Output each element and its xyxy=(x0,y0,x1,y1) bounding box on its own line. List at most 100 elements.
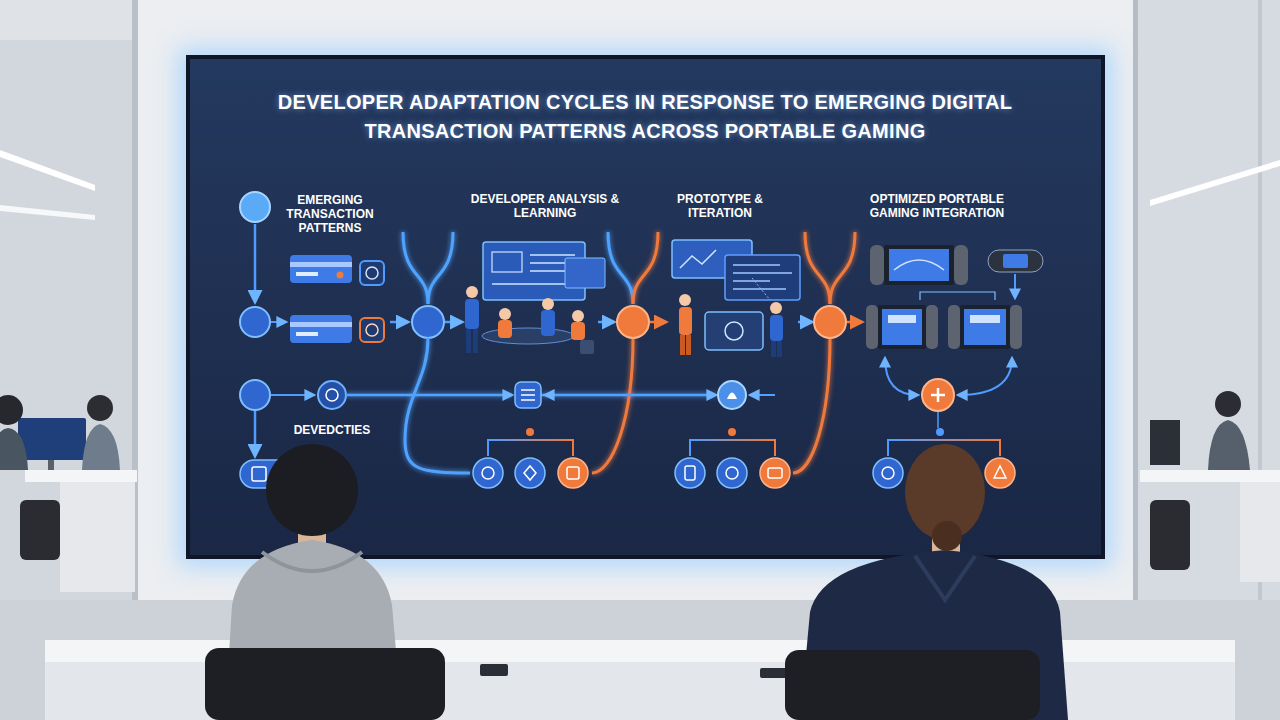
team-analysis-illustration-part xyxy=(542,298,554,310)
flow-lines-part xyxy=(633,232,658,304)
display-screen xyxy=(178,48,1113,567)
display-screen-part xyxy=(188,57,1103,557)
handheld-consoles-part xyxy=(885,358,918,395)
team-analysis-illustration-part xyxy=(473,329,478,353)
prototype-illustration-part xyxy=(752,278,770,300)
flow-arrows-part xyxy=(798,321,812,324)
transaction-column-part xyxy=(366,324,378,336)
prototype-illustration-part xyxy=(679,307,692,335)
team-analysis-illustration-part xyxy=(482,328,574,344)
prototype-illustration-part xyxy=(725,322,743,340)
flow-label: DEVEDCTIES xyxy=(277,423,387,437)
bottom-icon-groups-part xyxy=(685,466,695,480)
bottom-icon-groups-part xyxy=(690,440,775,456)
office-room-part xyxy=(1150,160,1280,206)
flow-arrows xyxy=(498,306,862,409)
prototype-illustration-part xyxy=(733,272,792,274)
handheld-consoles-part xyxy=(964,309,1006,345)
handheld-consoles-part xyxy=(920,292,995,300)
prototype-illustration-part xyxy=(680,250,716,268)
transaction-column-part xyxy=(290,315,352,343)
transaction-column-part xyxy=(445,321,462,324)
transaction-column-part xyxy=(271,321,286,323)
team-analysis-illustration xyxy=(465,242,605,354)
team-analysis-illustration-part xyxy=(492,283,575,285)
flow-lines-part xyxy=(541,394,716,397)
flow-lines-part xyxy=(830,232,855,304)
transaction-column-part xyxy=(290,262,352,267)
prototype-illustration-part xyxy=(770,302,782,314)
bottom-icon-groups-part xyxy=(526,428,534,436)
prototype-illustration-part xyxy=(771,341,776,357)
prototype-illustration-part xyxy=(686,335,691,355)
handheld-consoles xyxy=(866,245,1043,411)
transaction-column-part xyxy=(412,306,444,338)
handheld-consoles-part xyxy=(1010,305,1022,349)
transaction-column-part xyxy=(296,332,318,336)
bottom-icon-groups-part xyxy=(524,466,536,480)
handheld-consoles-part xyxy=(954,245,968,285)
transaction-column-part xyxy=(318,381,346,409)
office-room-part xyxy=(0,150,95,191)
handheld-consoles-part xyxy=(926,305,938,349)
prototype-illustration xyxy=(672,240,800,357)
team-analysis-illustration-part xyxy=(492,252,522,272)
background-workers-part xyxy=(1140,470,1280,482)
flow-lines-part xyxy=(592,338,633,473)
office-room-part xyxy=(1133,0,1138,620)
background-workers-part xyxy=(1150,500,1190,570)
bottom-icon-groups-part xyxy=(882,467,894,479)
background-workers-part xyxy=(1208,420,1250,470)
handheld-consoles-part xyxy=(894,260,944,270)
handheld-consoles-part xyxy=(937,388,940,402)
foreground-people-part xyxy=(915,556,975,600)
flow-arrows-part xyxy=(617,306,649,338)
bottom-icon-groups-part xyxy=(985,458,1015,488)
foreground-people xyxy=(45,444,1235,720)
transaction-column-part xyxy=(271,394,314,396)
transaction-column-part xyxy=(390,321,408,324)
background-workers-part xyxy=(1215,391,1241,417)
transaction-column-part xyxy=(290,255,352,283)
prototype-illustration-part xyxy=(770,315,783,341)
flow-lines-part xyxy=(403,232,428,304)
bottom-icon-groups-part xyxy=(717,458,747,488)
transaction-column-part xyxy=(254,411,257,456)
prototype-illustration-part xyxy=(733,264,780,266)
transaction-column-part xyxy=(337,272,344,279)
flow-arrows-part xyxy=(718,381,746,409)
flow-lines xyxy=(346,232,855,473)
flow-arrows-part xyxy=(515,382,541,408)
stage-heading: DEVELOPER ANALYSIS & LEARNING xyxy=(455,192,635,220)
handheld-consoles-part xyxy=(878,305,926,349)
prototype-illustration-part xyxy=(705,312,763,350)
prototype-illustration-part xyxy=(733,288,786,290)
flow-arrows-part xyxy=(545,394,560,396)
flow-lines-part xyxy=(405,338,470,473)
flow-arrows-part xyxy=(700,394,716,396)
transaction-column-part xyxy=(326,389,338,401)
team-analysis-illustration-part xyxy=(572,310,584,322)
handheld-consoles-part xyxy=(884,245,954,285)
handheld-consoles-part xyxy=(1014,274,1016,298)
transaction-column-part xyxy=(254,224,257,302)
bottom-icon-groups-part xyxy=(473,458,503,488)
background-workers-part xyxy=(82,424,120,470)
stage-heading: EMERGING TRANSACTION PATTERNS xyxy=(270,193,390,235)
handheld-consoles-part xyxy=(970,315,1000,323)
foreground-people-part xyxy=(262,552,362,571)
handheld-consoles-part xyxy=(958,358,1012,395)
handheld-consoles-part xyxy=(1003,254,1028,268)
background-workers-part xyxy=(0,395,23,425)
handheld-consoles-part xyxy=(866,305,878,349)
transaction-column-part xyxy=(240,307,270,337)
flow-lines-part xyxy=(428,232,453,304)
office-room-part xyxy=(1133,0,1280,620)
team-analysis-illustration-part xyxy=(466,286,478,298)
prototype-illustration-part xyxy=(680,335,685,355)
background-workers-part xyxy=(1150,420,1180,465)
team-analysis-illustration-part xyxy=(465,299,479,329)
handheld-consoles-part xyxy=(948,305,960,349)
background-workers-part xyxy=(20,500,60,560)
